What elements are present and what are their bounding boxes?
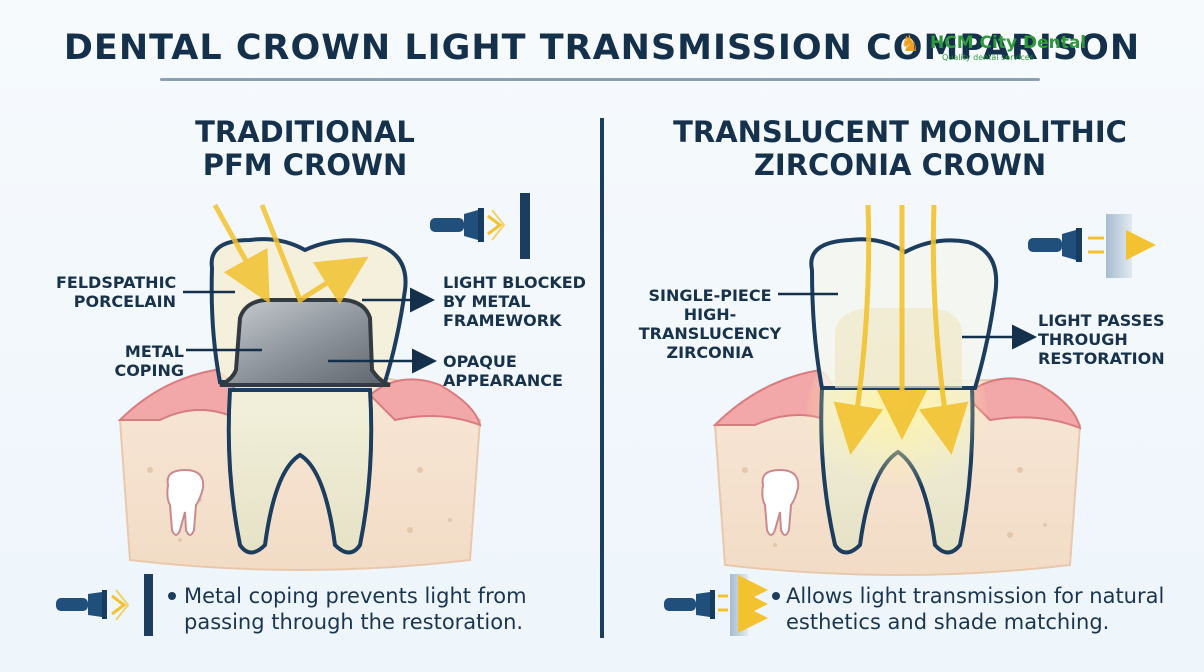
left-tooth-root — [226, 388, 374, 555]
label-line: LIGHT PASSES — [1038, 311, 1165, 330]
tooth-logo-icon: ♞ — [900, 32, 920, 57]
flashlight-icon — [664, 590, 715, 619]
label-line: OPAQUE — [443, 352, 517, 371]
left-small-tooth — [166, 468, 205, 536]
pfm-light-rays — [212, 203, 369, 305]
caption-line: passing through the restoration. — [184, 610, 524, 634]
right-small-tooth — [761, 468, 800, 536]
left-title-line2: PFM CROWN — [202, 148, 408, 182]
pfm-crown — [209, 237, 408, 387]
flashlight-icon — [1028, 228, 1082, 262]
label-line: RESTORATION — [1038, 349, 1165, 368]
logo-name: HCM City Dental — [930, 33, 1087, 53]
label-light-passes: LIGHT PASSES THROUGH RESTORATION — [1038, 311, 1188, 368]
label-line: FRAMEWORK — [443, 311, 562, 330]
label-opaque-appearance: OPAQUE APPEARANCE — [443, 352, 593, 390]
left-jaw-illustration — [117, 368, 482, 571]
caption-line: Allows light transmission for natural — [786, 584, 1165, 608]
label-line: THROUGH — [1038, 330, 1128, 349]
left-caption: Metal coping prevents light from passing… — [184, 583, 584, 635]
logo-tagline: Quality dental services — [942, 53, 1034, 62]
label-line: LIGHT BLOCKED — [443, 273, 586, 292]
light-pass-arrows — [718, 575, 768, 633]
label-line: BY METAL — [443, 292, 531, 311]
label-line: FELDSPATHIC — [56, 273, 177, 292]
translucent-panel-icon — [730, 574, 748, 636]
label-single-piece-zirconia: SINGLE-PIECE HIGH-TRANSLUCENCY ZIRCONIA — [615, 286, 805, 362]
caption-line: Metal coping prevents light from — [184, 584, 527, 608]
left-leader-lines — [183, 287, 437, 374]
left-gum-left — [117, 368, 242, 422]
translucent-panel-icon — [1106, 214, 1132, 278]
page-title: DENTAL CROWN LIGHT TRANSMISSION COMPARIS… — [63, 28, 1141, 68]
center-divider — [600, 118, 604, 638]
light-barrier-icon — [520, 193, 530, 259]
metal-coping — [219, 298, 391, 387]
left-gum-right — [368, 378, 482, 427]
caption-line: esthetics and shade matching. — [786, 610, 1110, 634]
title-underline — [160, 78, 1040, 81]
label-light-blocked: LIGHT BLOCKED BY METAL FRAMEWORK — [443, 273, 593, 330]
light-pass-arrows — [1088, 230, 1156, 260]
label-line: SINGLE-PIECE — [648, 286, 772, 305]
label-line: PORCELAIN — [73, 292, 176, 311]
light-barrier-icon — [144, 574, 153, 636]
label-feldspathic-porcelain: FELDSPATHIC PORCELAIN — [56, 273, 176, 311]
bullet-icon — [168, 592, 176, 600]
right-title-line1: TRANSLUCENT MONOLITHIC — [673, 115, 1127, 149]
flashlight-icon — [430, 208, 506, 242]
flashlight-icon — [56, 589, 130, 621]
zirconia-light-rays — [833, 204, 969, 455]
right-gum-right — [963, 377, 1082, 430]
right-title: TRANSLUCENT MONOLITHIC ZIRCONIA CROWN — [650, 116, 1150, 182]
bullet-icon — [772, 592, 780, 600]
right-caption: Allows light transmission for natural es… — [786, 583, 1196, 635]
left-title: TRADITIONAL PFM CROWN — [150, 116, 460, 182]
right-title-line2: ZIRCONIA CROWN — [753, 148, 1047, 182]
right-leader-lines — [778, 292, 1037, 350]
label-line: HIGH-TRANSLUCENCY — [638, 305, 782, 343]
left-title-line1: TRADITIONAL — [195, 115, 415, 149]
label-line: APPEARANCE — [443, 371, 563, 390]
label-line: ZIRCONIA — [666, 343, 754, 362]
label-metal-coping: METAL COPING — [114, 342, 184, 380]
